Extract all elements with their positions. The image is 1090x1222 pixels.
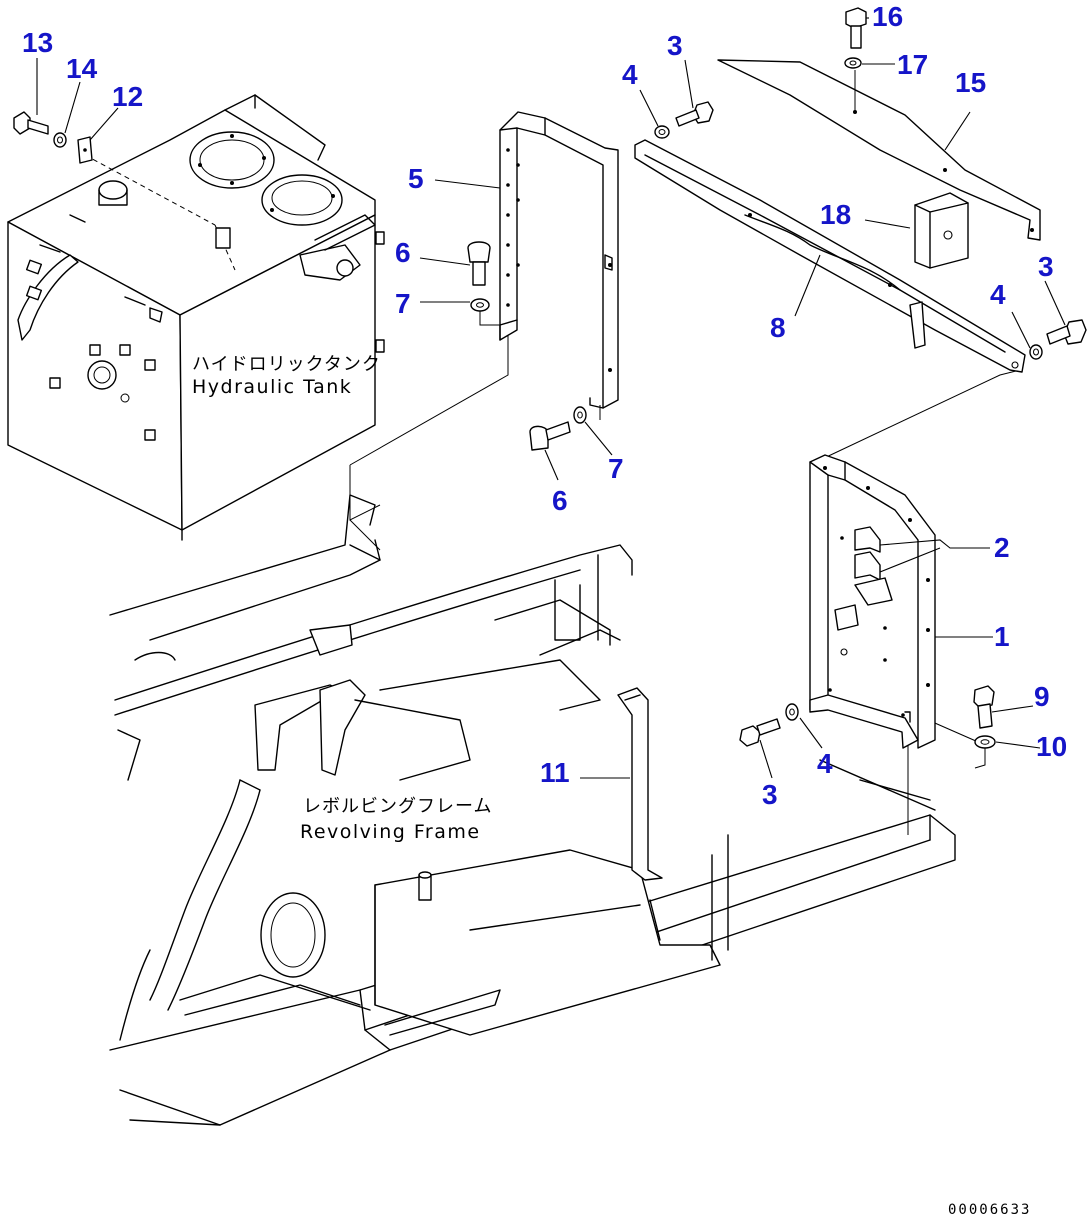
callout-3-lower: 3 <box>762 779 778 810</box>
callout-13: 13 <box>22 27 53 58</box>
callout-4-lower: 4 <box>817 748 833 779</box>
callout-6-upper: 6 <box>395 237 411 268</box>
callout-11: 11 <box>540 757 570 788</box>
callout-9: 9 <box>1034 681 1050 712</box>
assembly-lines <box>349 335 1021 835</box>
callout-1: 1 <box>994 621 1010 652</box>
callouts: 13 14 12 5 6 7 4 3 16 17 15 18 3 4 8 6 7… <box>22 1 1067 810</box>
callout-4-top: 4 <box>622 59 638 90</box>
callout-leaders <box>36 17 1066 779</box>
callout-6-lower: 6 <box>552 485 568 516</box>
callout-3-right: 3 <box>1038 251 1054 282</box>
callout-12: 12 <box>112 81 143 112</box>
tank-caption: ハイドロリックタンク Hydraulic Tank <box>192 354 381 398</box>
tank-caption-en: Hydraulic Tank <box>192 376 352 398</box>
frame-caption-jp: レボルビングフレーム <box>303 796 492 817</box>
callout-10: 10 <box>1036 731 1067 762</box>
callout-3-top: 3 <box>667 30 683 61</box>
callout-8: 8 <box>770 312 786 343</box>
frame-caption: レボルビングフレーム Revolving Frame <box>300 796 492 843</box>
callout-16: 16 <box>872 1 903 32</box>
part-5-bracket <box>499 111 619 409</box>
part-11-strap <box>617 687 663 881</box>
callout-17: 17 <box>897 49 928 80</box>
revolving-frame-drawing <box>109 494 956 1126</box>
part-18-block <box>914 192 969 269</box>
drawing-number: 00006633 <box>948 1202 1031 1218</box>
part-1-panel <box>809 454 936 749</box>
callout-15: 15 <box>955 67 986 98</box>
callout-18: 18 <box>820 199 851 230</box>
callout-7-lower: 7 <box>608 453 624 484</box>
frame-caption-en: Revolving Frame <box>300 821 481 843</box>
callout-4-right: 4 <box>990 279 1006 310</box>
callout-2: 2 <box>994 532 1010 563</box>
fasteners <box>13 7 1087 749</box>
hydraulic-tank-drawing <box>7 94 385 541</box>
callout-14: 14 <box>66 53 98 84</box>
callout-5: 5 <box>408 163 424 194</box>
part-8-crossbar <box>634 139 1026 373</box>
callout-7-upper: 7 <box>395 288 411 319</box>
tank-caption-jp: ハイドロリックタンク <box>192 354 381 375</box>
